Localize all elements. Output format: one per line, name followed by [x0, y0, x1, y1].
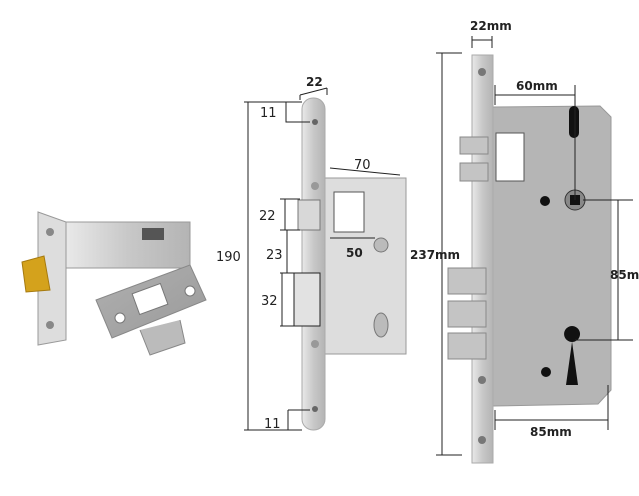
cylinder-hole	[373, 312, 389, 338]
dim-bottom-screw-offset: 11	[264, 417, 281, 432]
hole	[540, 196, 550, 206]
dim-latch-height: 22	[259, 209, 276, 224]
deadbolt-1	[447, 267, 487, 295]
screw-hole	[46, 321, 54, 329]
brass-latch-bolt	[21, 255, 51, 293]
screw-hole	[478, 376, 486, 384]
screw-hole	[312, 406, 318, 412]
screw-hole	[312, 119, 318, 125]
latch-bolt	[297, 199, 321, 231]
hole	[541, 367, 551, 377]
latch-bolt-upper	[459, 136, 489, 155]
mortise-lock-large: 22mm 60mm 237mm 85m 85mm	[410, 19, 639, 464]
cylinder-hole	[564, 326, 581, 385]
dim-faceplate-width: 22mm	[470, 19, 512, 33]
latch-body	[65, 221, 191, 269]
deadbolt	[293, 272, 321, 327]
dim-case-depth: 85mm	[530, 425, 572, 439]
dim-center-distance: 85m	[610, 268, 639, 282]
dim-gap: 23	[266, 248, 283, 263]
tubular-latch	[21, 211, 207, 356]
strike-lip	[139, 319, 186, 356]
screw	[311, 340, 319, 348]
dim-backset: 60mm	[516, 79, 558, 93]
screw	[311, 182, 319, 190]
mortise-lock-small: 22 11 70 22 23 50 32 11 190	[216, 75, 407, 432]
deadbolt-2	[447, 300, 487, 328]
screw-hole	[478, 68, 486, 76]
dim-top-screw-offset: 11	[260, 106, 277, 121]
spindle-hole	[373, 237, 389, 253]
faceplate	[471, 54, 494, 464]
deadbolt-3	[447, 332, 487, 360]
latch-slot	[142, 228, 164, 240]
latch-faceplate	[37, 211, 67, 346]
screw-hole	[46, 228, 54, 236]
latch-bolt-lower	[459, 162, 489, 182]
dim-total-height: 237mm	[410, 248, 460, 262]
dim-case-depth: 70	[354, 158, 371, 173]
dim-deadbolt-height: 32	[261, 294, 278, 309]
screw-hole	[184, 285, 196, 297]
upper-slot	[569, 106, 579, 138]
strike-opening	[131, 282, 169, 316]
dim-total-height: 190	[216, 250, 241, 265]
dim-backset: 50	[346, 246, 363, 260]
latch-mechanism	[495, 132, 525, 182]
screw-hole	[114, 312, 126, 324]
screw-hole	[478, 436, 486, 444]
dim-faceplate-width: 22	[306, 75, 323, 89]
latch-mechanism	[333, 191, 365, 233]
faceplate	[301, 97, 326, 431]
